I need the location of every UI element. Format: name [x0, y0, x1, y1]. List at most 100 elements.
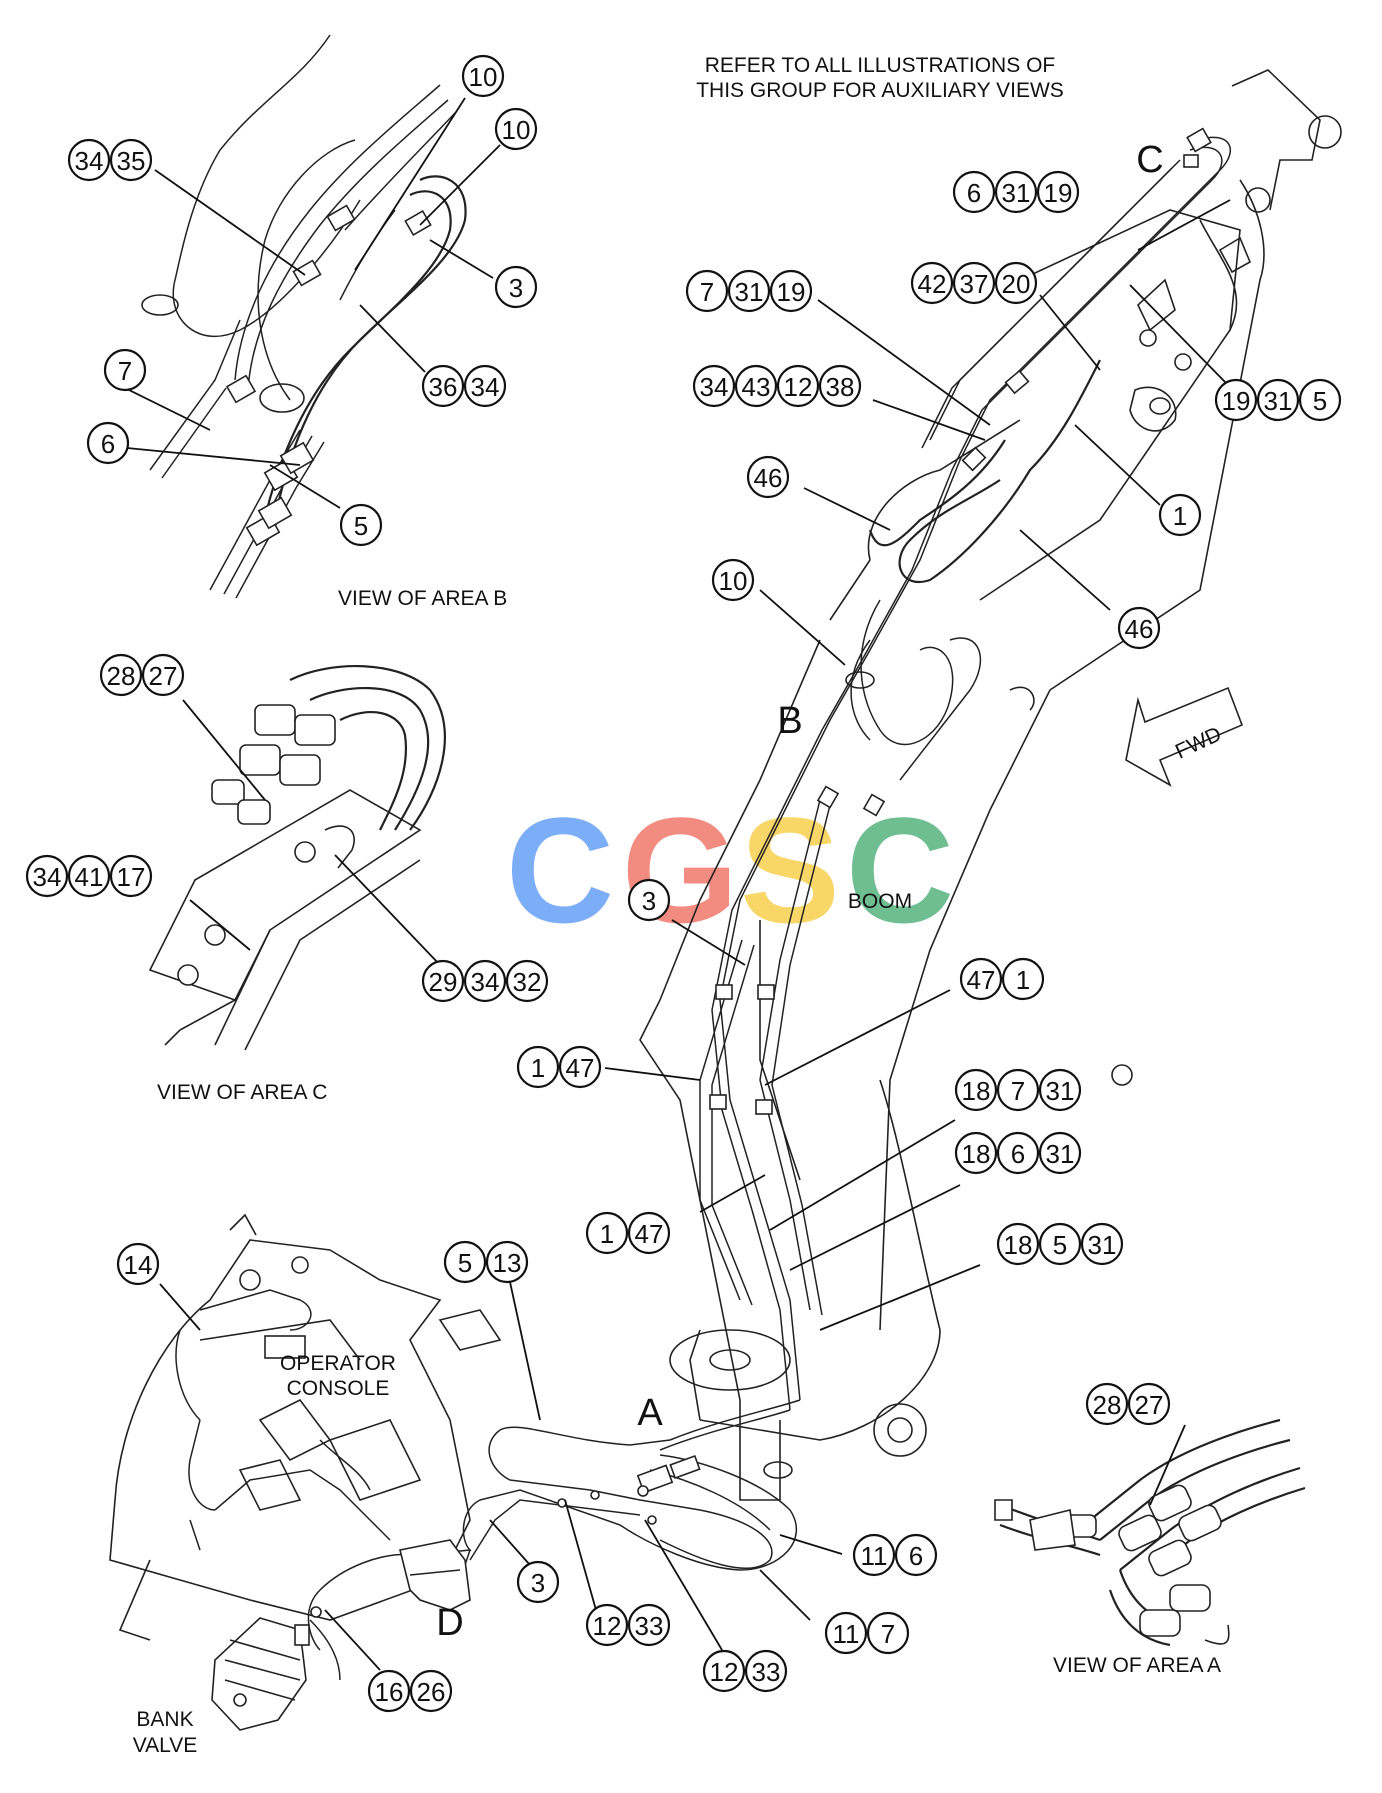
boom-hoses [699, 127, 1231, 1411]
watermark-letter-1: C [506, 786, 614, 954]
callout-number: 18 [962, 1076, 991, 1106]
callout-number: 6 [1011, 1139, 1025, 1169]
callout-number: 11 [833, 1619, 860, 1649]
callout-number: 7 [118, 356, 132, 386]
bank-valve-label-1: BANK [136, 1708, 193, 1731]
bank-valve-label-2: VALVE [133, 1734, 198, 1757]
callout-number: 27 [149, 661, 178, 691]
callout-number: 34 [75, 146, 104, 176]
callout-balloon [994, 261, 1038, 305]
callout-balloon [463, 959, 507, 1003]
callout-number: 28 [107, 661, 136, 691]
callout-balloon [367, 1669, 411, 1713]
fwd-arrow: FWD [1125, 686, 1244, 787]
callout-balloon [421, 364, 465, 408]
callout-balloon [744, 1649, 788, 1693]
callout-balloon [339, 503, 383, 547]
watermark-letter-4: C [846, 786, 954, 954]
callout-28-27: 28 27 [99, 653, 185, 697]
callout-number: 3 [531, 1568, 545, 1598]
callout-number: 6 [101, 429, 115, 459]
callout-balloon [734, 364, 778, 408]
callout-number: 7 [1011, 1076, 1025, 1106]
callout-balloon [627, 1211, 671, 1255]
callout-balloon [1036, 170, 1080, 214]
callout-34-35: 34 35 [67, 138, 153, 182]
callout-balloon [711, 558, 755, 602]
header-note: REFER TO ALL ILLUSTRATIONS OF THIS GROUP… [696, 54, 1064, 102]
callout-number: 35 [117, 146, 146, 176]
callout-46: 46 [746, 455, 790, 499]
callout-number: 47 [967, 965, 996, 995]
callout-46: 46 [1117, 606, 1161, 650]
operator-console-label-2: CONSOLE [287, 1377, 390, 1400]
callout-balloon [894, 1533, 938, 1577]
callout-3: 3 [627, 878, 671, 922]
callout-number: 6 [967, 178, 981, 208]
header-note-line2: THIS GROUP FOR AUXILIARY VIEWS [696, 79, 1064, 102]
callout-number: 10 [469, 62, 498, 92]
callout-balloon [1038, 1131, 1082, 1175]
view-area-b-illustration [141, 34, 467, 599]
callout-number: 7 [700, 277, 714, 307]
callout-number: 31 [1002, 178, 1031, 208]
callout-number: 26 [417, 1677, 446, 1707]
callout-balloon [67, 138, 111, 182]
area-letter-a: A [637, 1392, 663, 1434]
callout-6-31-19: 6 31 19 [952, 170, 1080, 214]
callout-number: 19 [777, 277, 806, 307]
callout-balloon [141, 653, 185, 697]
callout-number: 31 [1046, 1139, 1075, 1169]
callout-balloon [1256, 378, 1300, 422]
callout-balloon [494, 265, 538, 309]
callout-number: 10 [502, 115, 531, 145]
view-area-c-caption: VIEW OF AREA C [157, 1081, 327, 1104]
callout-number: 29 [429, 967, 458, 997]
callout-balloon [994, 170, 1038, 214]
area-letter-b: B [777, 700, 802, 742]
callout-number: 31 [1264, 386, 1293, 416]
callout-balloon [1038, 1068, 1082, 1112]
callout-balloon [692, 364, 736, 408]
callout-number: 7 [881, 1619, 895, 1649]
callout-number: 3 [509, 273, 523, 303]
callout-10: 10 [461, 54, 505, 98]
callout-number: 13 [493, 1248, 522, 1278]
callout-number: 16 [375, 1677, 404, 1707]
callout-balloon [485, 1240, 529, 1284]
callout-number: 18 [962, 1139, 991, 1169]
callout-number: 41 [75, 862, 104, 892]
callout-balloon [866, 1611, 910, 1655]
callout-number: 34 [471, 372, 500, 402]
callout-balloon [1038, 1222, 1082, 1266]
callout-number: 37 [960, 269, 989, 299]
callout-number: 11 [861, 1541, 888, 1571]
callout-balloon [1080, 1222, 1124, 1266]
callout-balloon [769, 269, 813, 313]
callout-number: 19 [1044, 178, 1073, 208]
callout-balloon [996, 1131, 1040, 1175]
callout-number: 17 [117, 862, 146, 892]
callout-balloon [1158, 493, 1202, 537]
callout-5: 5 [339, 503, 383, 547]
callout-balloon [627, 878, 671, 922]
callout-balloon [1214, 378, 1258, 422]
callout-balloon [463, 364, 507, 408]
watermark-letter-2: G [622, 786, 739, 954]
watermark-letter-3: S [740, 786, 840, 954]
callout-3: 3 [494, 265, 538, 309]
callout-number: 10 [719, 566, 748, 596]
callout-number: 34 [700, 372, 729, 402]
callout-number: 43 [742, 372, 771, 402]
callout-11-7: 11 7 [824, 1611, 910, 1655]
callout-balloon [585, 1211, 629, 1255]
